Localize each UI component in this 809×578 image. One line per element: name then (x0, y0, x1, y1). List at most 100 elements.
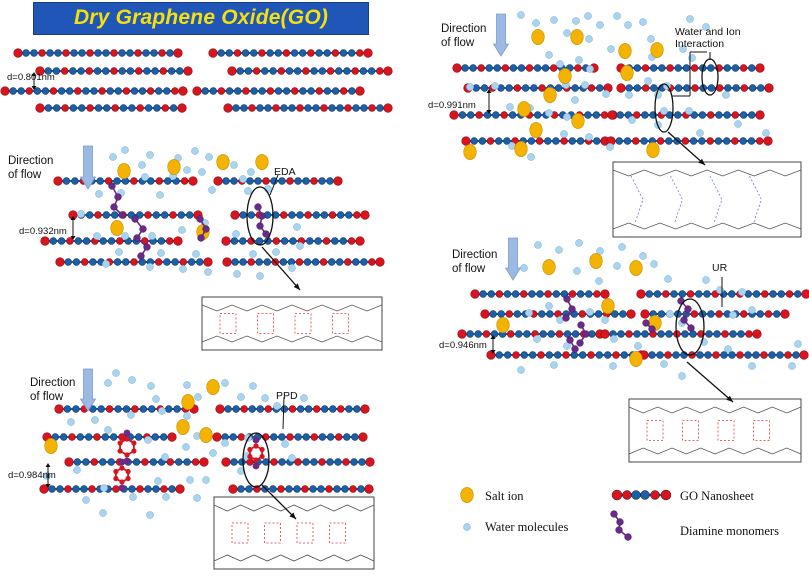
carbon-atom (539, 330, 547, 338)
carbon-atom (348, 87, 356, 95)
water-molecule (73, 466, 81, 474)
carbon-atom (85, 211, 94, 219)
carbon-atom (149, 458, 158, 466)
diamine-monomer (566, 336, 579, 353)
oxygen-atom (457, 329, 467, 339)
water-molecule (555, 246, 563, 254)
oxygen-atom (578, 310, 586, 318)
oxygen-atom (706, 137, 714, 145)
water-molecule (575, 239, 583, 247)
carbon-atom (279, 258, 288, 266)
water-molecule (109, 153, 117, 161)
water-molecule (115, 248, 123, 256)
carbon-atom (674, 64, 682, 72)
oxygen-atom (178, 86, 188, 96)
highlight-oval (654, 83, 674, 133)
salt-ion (181, 394, 195, 410)
carbon-atom (544, 137, 552, 145)
water-molecule (102, 260, 110, 268)
water-molecule (237, 393, 245, 401)
oxygen-atom (270, 458, 278, 466)
carbon-atom (576, 137, 585, 145)
legend-water-molecules: Water molecules (485, 520, 569, 534)
carbon-atom (690, 111, 698, 119)
carbon-atom (289, 237, 297, 245)
oxygen-atom (203, 257, 213, 267)
water-molecule (550, 361, 558, 369)
carbon-atom (747, 137, 756, 145)
oxygen-atom (166, 237, 174, 245)
ppd-atom (117, 448, 123, 454)
carbon-atom (152, 485, 160, 493)
carbon-atom (345, 211, 353, 219)
carbon-atom (312, 104, 320, 112)
water-molecule (794, 340, 802, 348)
carbon-atom (290, 49, 299, 57)
water-molecule (186, 476, 194, 484)
carbon-atom (521, 84, 530, 92)
water-molecule (239, 175, 247, 183)
diamine-atom (110, 203, 118, 211)
carbon-atom (169, 104, 178, 112)
carbon-atom (570, 351, 578, 359)
zoom-crosslink (219, 313, 237, 334)
water-molecule (158, 407, 166, 415)
water-molecule (127, 411, 135, 419)
oxygen-atom (752, 329, 762, 339)
oxygen-atom (449, 110, 459, 120)
oxygen-atom (177, 103, 187, 113)
oxygen-atom (155, 177, 164, 185)
ppd-atom (125, 475, 131, 482)
oxygen-atom (252, 67, 261, 75)
oxygen-atom (351, 67, 359, 75)
carbon-atom (217, 49, 225, 57)
oxygen-atom (315, 87, 323, 95)
carbon-atom (478, 137, 487, 145)
water-molecule (560, 130, 568, 138)
oxygen-atom (247, 258, 255, 266)
flow-label-line1: Direction (441, 23, 487, 35)
water-molecule (532, 19, 540, 27)
oxygen-atom (600, 329, 610, 339)
pointer-head (293, 283, 300, 290)
salt-ion (167, 159, 181, 175)
carbon-atom (318, 433, 327, 441)
diamine-atom (680, 316, 688, 324)
oxygen-atom (105, 405, 114, 413)
zoom-sheet-edge (628, 447, 802, 455)
water-molecule (716, 286, 724, 294)
oxygen-atom (199, 457, 209, 467)
diamine-atom (642, 319, 650, 327)
water-molecule (613, 262, 621, 270)
water-molecule (156, 191, 164, 199)
carbon-atom (348, 49, 356, 57)
oxygen-atom (262, 177, 270, 185)
water-molecule (595, 277, 603, 285)
oxygen-atom (356, 49, 364, 57)
salt-ion (629, 260, 643, 276)
carbon-atom (250, 87, 258, 95)
water-molecule (572, 17, 580, 25)
oxygen-atom (288, 405, 297, 413)
carbon-atom (665, 137, 673, 145)
water-molecule (273, 402, 281, 410)
oxygen-atom (64, 457, 74, 467)
sheet-atom (640, 490, 650, 500)
carbon-atom (90, 87, 98, 95)
zoom-crosslink (646, 420, 664, 441)
carbon-atom (196, 258, 204, 266)
water-molecule (221, 379, 229, 387)
oxygen-atom (365, 457, 375, 467)
carbon-atom (541, 64, 550, 72)
carbon-atom (768, 351, 776, 359)
salt-ion (216, 154, 230, 170)
carbon-atom (490, 330, 499, 338)
oxygen-atom (230, 210, 240, 220)
carbon-atom (246, 177, 254, 185)
carbon-atom (695, 290, 703, 298)
carbon-atom (183, 458, 191, 466)
carbon-atom (732, 84, 740, 92)
water-molecule (610, 335, 618, 343)
water-molecule (650, 260, 658, 268)
